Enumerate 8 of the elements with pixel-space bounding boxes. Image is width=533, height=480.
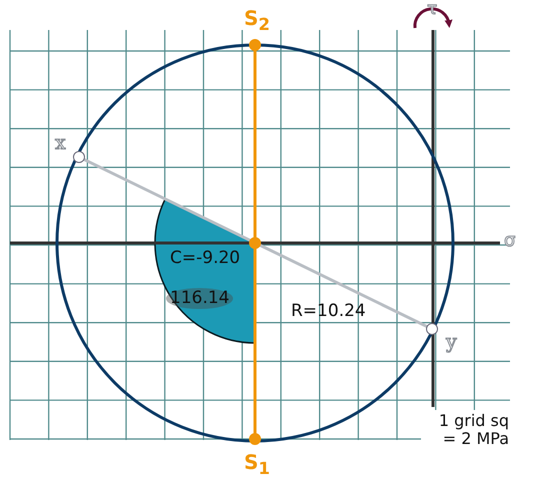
axis-label: σ xyxy=(504,232,516,250)
point-label: x xyxy=(55,134,66,153)
center-value: C=-9.20 xyxy=(170,250,240,267)
connector-line xyxy=(254,50,256,434)
point-label: S$_{1}$ xyxy=(244,452,270,478)
connector-line xyxy=(82,158,428,328)
angle-value: 116.14 xyxy=(166,288,234,309)
point-label: S$_{2}$ xyxy=(244,8,270,34)
